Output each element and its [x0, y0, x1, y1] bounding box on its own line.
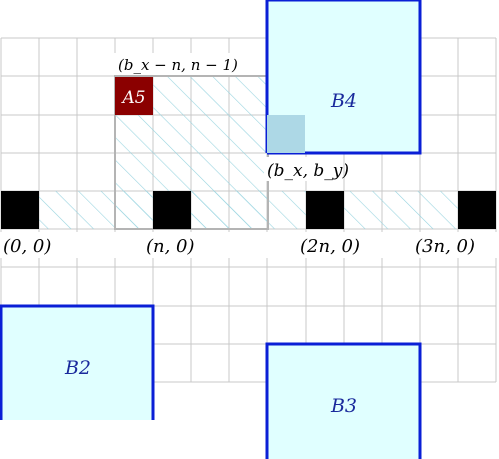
corner-top-label: (b_x − n, n − 1) — [118, 56, 238, 74]
box-b2-label: B2 — [64, 357, 91, 379]
corner-label-backing — [113, 53, 253, 75]
bxby-highlight-cell — [267, 115, 305, 153]
box-b2 — [1, 306, 154, 420]
box-b3-label: B3 — [330, 395, 357, 417]
box-b3-border — [265, 342, 422, 459]
box-b4-label: B4 — [330, 90, 357, 112]
a5-cell — [115, 77, 153, 115]
black-cell-0 — [1, 191, 39, 229]
black-cell-n — [153, 191, 191, 229]
black-cell-3n — [458, 191, 496, 229]
black-cell-2n — [306, 191, 344, 229]
2n0-label: (2n, 0) — [300, 236, 360, 257]
bxby-label-backing — [264, 157, 338, 181]
3n0-label: (3n, 0) — [415, 236, 475, 257]
row-label-backing — [0, 232, 499, 258]
origin-label: (0, 0) — [3, 236, 51, 257]
a5-label: A5 — [120, 88, 145, 108]
box-b3 — [267, 344, 420, 459]
bxby-label: (b_x, b_y) — [267, 161, 349, 181]
box-b2-border — [0, 304, 155, 420]
n0-label: (n, 0) — [146, 236, 195, 257]
box-b4-border — [265, 0, 422, 155]
